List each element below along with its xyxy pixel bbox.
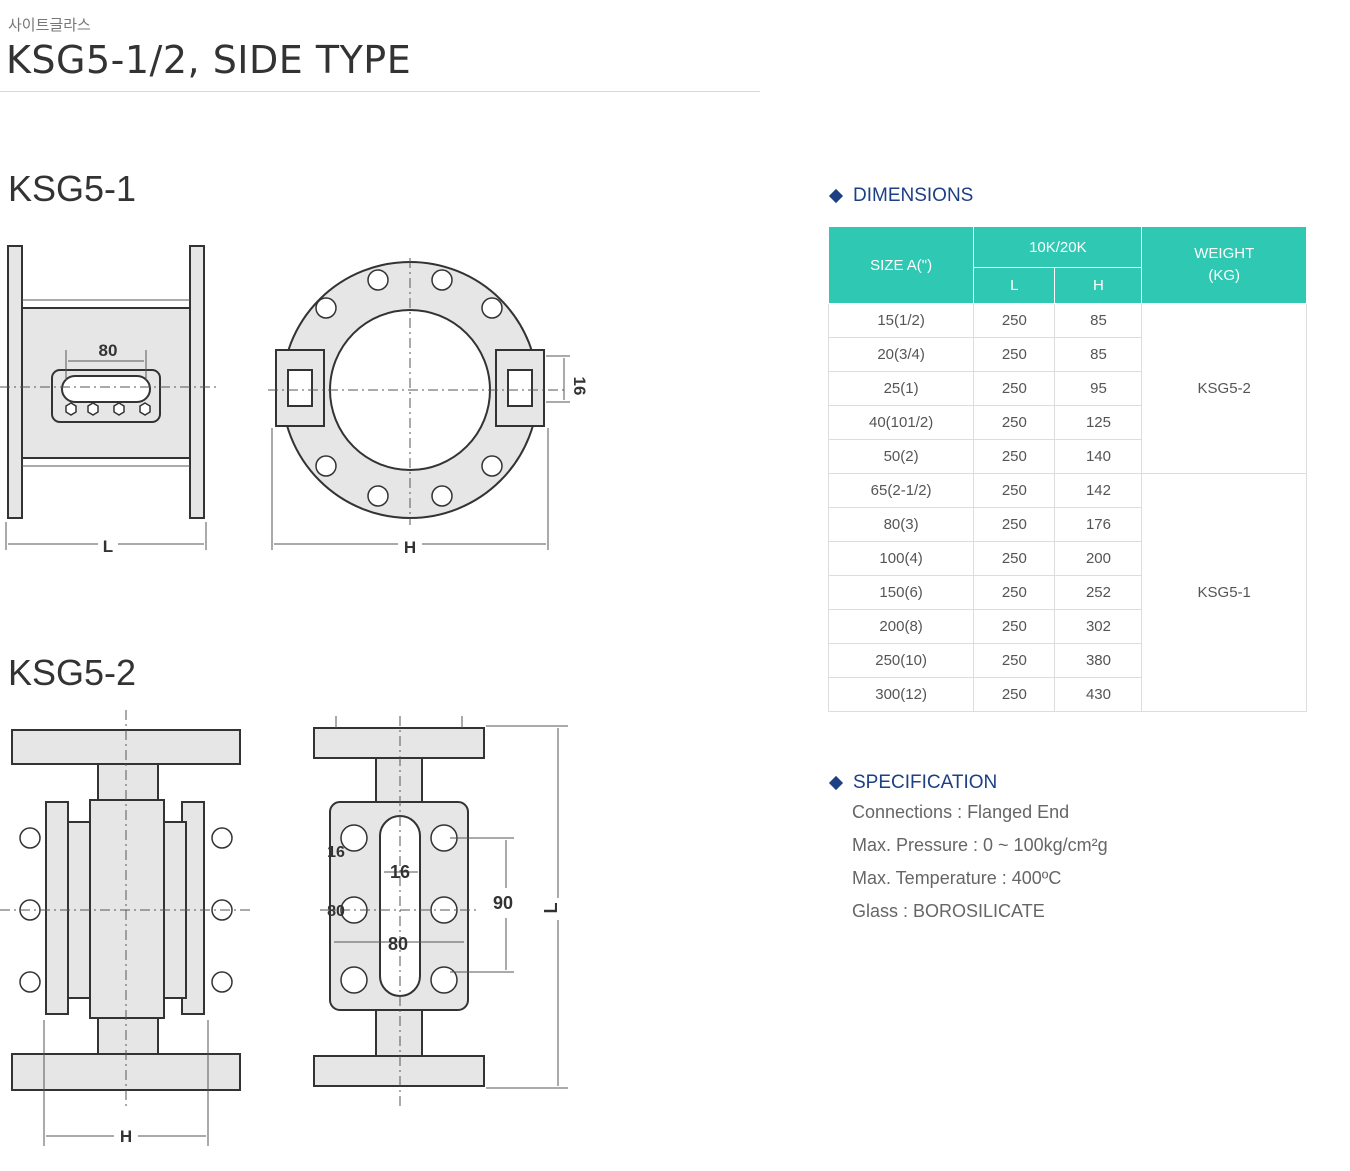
spec-max-temperature: Max. Temperature : 400ºC [852,868,1062,888]
header-size: SIZE A(") [827,226,975,304]
ksg5-2-dim-80: 80 [388,934,408,954]
header-group: 10K/20K [973,226,1143,268]
cell-l: 250 [973,405,1056,440]
spec-glass: Glass : BOROSILICATE [852,901,1045,921]
cell-size: 250(10) [827,643,975,678]
page-title: KSG5-1/2, SIDE TYPE [6,38,412,82]
ksg5-1-dim-16: 16 [570,377,589,396]
breadcrumb: 사이트글라스 [8,16,91,34]
cell-h: 430 [1054,677,1143,712]
cell-l: 250 [973,439,1056,474]
cell-size: 200(8) [827,609,975,644]
cell-h: 85 [1054,337,1143,372]
cell-size: 300(12) [827,677,975,712]
ksg5-2-side-view: H [0,710,250,1146]
cell-l: 250 [973,609,1056,644]
ksg5-2-dim-16-partial: 16 [327,844,345,861]
ksg5-1-dim-80: 80 [99,341,118,360]
cell-h: 125 [1054,405,1143,440]
cell-h: 200 [1054,541,1143,576]
cell-size: 50(2) [827,439,975,474]
diamond-bullet-icon [828,188,844,204]
cell-size: 80(3) [827,507,975,542]
cell-h: 252 [1054,575,1143,610]
diamond-bullet-icon [828,775,844,791]
dimensions-table: SIZE A(") 10K/20K WEIGHT (KG) L H 15(1/2… [827,226,1307,712]
cell-l: 250 [973,575,1056,610]
cell-weight: KSG5-2 [1141,303,1307,474]
cell-l: 250 [973,371,1056,406]
ksg5-2-dim-H: H [120,1127,132,1146]
cell-h: 176 [1054,507,1143,542]
cell-size: 150(6) [827,575,975,610]
ksg5-1-dim-L: L [103,537,113,556]
cell-size: 65(2-1/2) [827,473,975,508]
cell-l: 250 [973,643,1056,678]
cell-l: 250 [973,337,1056,372]
ksg5-2-front-view: 16 80 90 16 80 L [313,716,568,1108]
cell-weight: KSG5-1 [1141,473,1307,712]
cell-size: 20(3/4) [827,337,975,372]
cell-h: 302 [1054,609,1143,644]
title-divider [0,91,760,92]
ksg5-2-dim-80-partial: 80 [327,903,345,920]
cell-size: 15(1/2) [827,303,975,338]
cell-l: 250 [973,677,1056,712]
cell-l: 250 [973,507,1056,542]
ksg5-2-label: KSG5-2 [8,652,137,693]
cell-l: 250 [973,303,1056,338]
cell-h: 95 [1054,371,1143,406]
cell-l: 250 [973,541,1056,576]
ksg5-1-front-view: H 16 [268,258,589,557]
cell-size: 100(4) [827,541,975,576]
header-l: L [973,267,1056,304]
ksg5-2-dim-90: 90 [493,893,513,913]
header-h: H [1054,267,1143,304]
ksg5-1-label: KSG5-1 [8,168,137,209]
ksg5-2-dim-16: 16 [390,862,410,882]
ksg5-1-dim-H: H [404,538,416,557]
spec-max-pressure: Max. Pressure : 0 ~ 100kg/cm²g [852,835,1108,855]
ksg5-2-dim-L: L [541,903,561,914]
ksg5-1-side-view: 80 L [0,245,220,556]
cell-h: 142 [1054,473,1143,508]
dimensions-heading-text: DIMENSIONS [853,185,974,206]
specification-heading: SPECIFICATION [828,772,998,794]
spec-connections: Connections : Flanged End [852,802,1070,822]
cell-h: 380 [1054,643,1143,678]
cell-l: 250 [973,473,1056,508]
cell-h: 85 [1054,303,1143,338]
specification-heading-text: SPECIFICATION [853,772,998,793]
dimensions-heading: DIMENSIONS [828,185,974,207]
cell-size: 40(101/2) [827,405,975,440]
cell-size: 25(1) [827,371,975,406]
header-weight: WEIGHT (KG) [1141,226,1307,304]
cell-h: 140 [1054,439,1143,474]
